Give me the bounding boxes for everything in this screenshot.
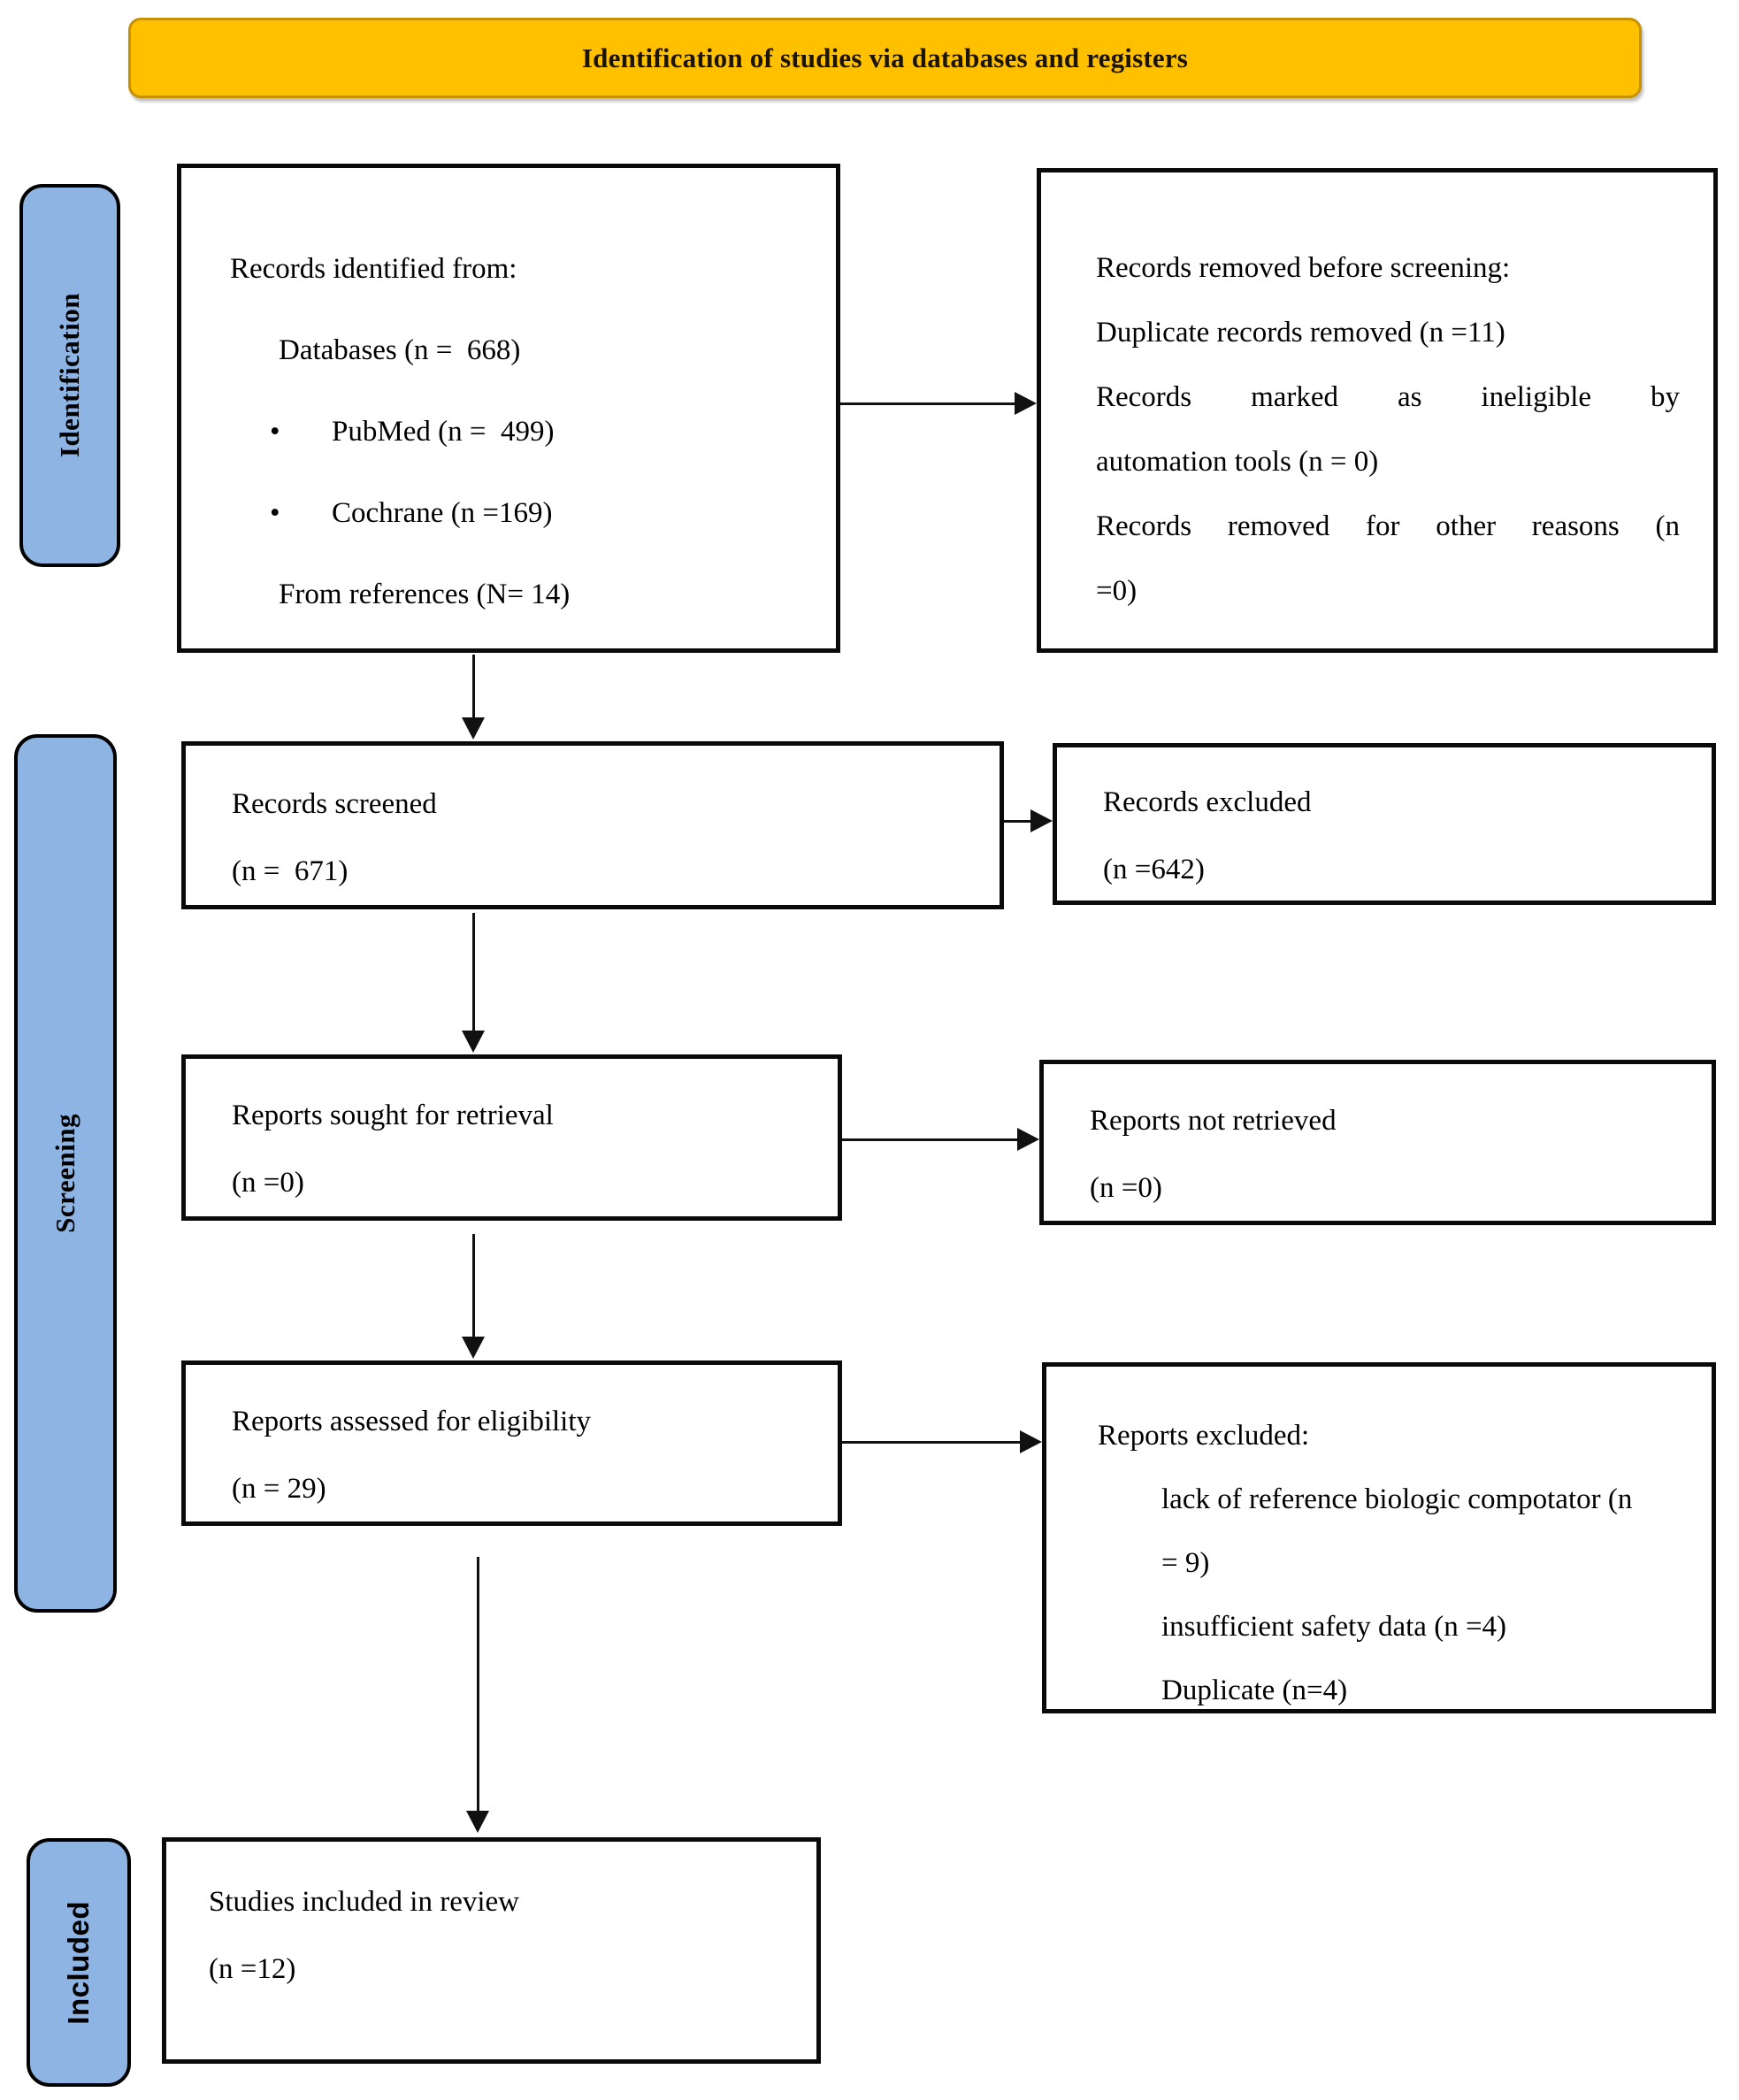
box-studies-included: Studies included in review (n =12): [162, 1837, 821, 2064]
arrow-assessed-to-reports-excluded: [842, 1430, 1042, 1453]
arrow-shaft: [477, 1557, 479, 1812]
reports-assessed-title: Reports assessed for eligibility: [232, 1406, 592, 1437]
records-screened-count: (n = 671): [232, 855, 349, 887]
box-records-excluded: Records excluded (n =642): [1053, 743, 1716, 905]
stage-bar-included: Included: [27, 1838, 131, 2087]
reports-not-retrieved-title: Reports not retrieved: [1090, 1105, 1337, 1137]
arrow-shaft: [472, 655, 475, 718]
stage-bar-identification: Identification: [19, 184, 120, 567]
records-identified-cochrane-text: Cochrane (n =169): [332, 497, 553, 529]
records-identified-title: Records identified from:: [230, 253, 517, 285]
records-identified-references: From references (N= 14): [279, 579, 571, 610]
arrow-assessed-to-included: [466, 1557, 489, 1833]
box-records-screened: Records screened (n = 671): [181, 741, 1004, 909]
reports-sought-title: Reports sought for retrieval: [232, 1100, 554, 1131]
arrow-sought-to-assessed: [462, 1234, 485, 1359]
studies-included-count: (n =12): [209, 1953, 296, 1985]
studies-included-title: Studies included in review: [209, 1886, 520, 1918]
arrow-sought-to-not-retrieved: [842, 1128, 1039, 1151]
records-identified-pubmed: • PubMed (n = 499): [230, 391, 818, 472]
arrow-shaft: [1004, 820, 1031, 823]
arrow-head-right-icon: [1017, 1128, 1039, 1151]
arrow-shaft: [840, 402, 1015, 405]
banner: Identification of studies via databases …: [128, 18, 1642, 98]
bullet-icon: •: [270, 416, 280, 448]
reports-excluded-reason1-line1: lack of reference biologic compotator (n: [1161, 1483, 1633, 1515]
arrow-screened-to-sought: [462, 913, 485, 1053]
records-excluded-count: (n =642): [1103, 854, 1205, 885]
records-removed-ineligible-line2: automation tools (n = 0): [1096, 446, 1379, 478]
records-removed-title: Records removed before screening:: [1096, 252, 1511, 284]
reports-excluded-reason1-line2: = 9): [1161, 1547, 1210, 1579]
reports-excluded-title: Reports excluded:: [1098, 1420, 1310, 1452]
arrow-head-down-icon: [462, 717, 485, 740]
arrow-shaft: [842, 1441, 1021, 1444]
reports-sought-count: (n =0): [232, 1167, 304, 1199]
arrow-head-down-icon: [466, 1811, 489, 1833]
box-records-identified: Records identified from: Databases (n = …: [177, 164, 840, 653]
arrow-screened-to-excluded: [1004, 809, 1053, 832]
arrow-head-down-icon: [462, 1337, 485, 1359]
arrow-head-down-icon: [462, 1031, 485, 1053]
stage-label-included: Included: [62, 1900, 95, 2025]
reports-not-retrieved-count: (n =0): [1090, 1172, 1162, 1204]
box-reports-not-retrieved: Reports not retrieved (n =0): [1039, 1060, 1716, 1225]
records-screened-title: Records screened: [232, 788, 437, 820]
stage-label-identification: Identification: [54, 293, 85, 458]
reports-excluded-reason3: Duplicate (n=4): [1161, 1675, 1348, 1706]
records-removed-ineligible-line1: Records marked as ineligible by: [1096, 381, 1680, 413]
arrow-identified-to-screened: [462, 655, 485, 740]
banner-title: Identification of studies via databases …: [581, 42, 1189, 73]
arrow-head-right-icon: [1015, 392, 1037, 415]
box-records-removed: Records removed before screening: Duplic…: [1037, 168, 1718, 653]
arrow-shaft: [842, 1138, 1018, 1141]
box-reports-sought: Reports sought for retrieval (n =0): [181, 1054, 842, 1221]
records-identified-cochrane: • Cochrane (n =169): [230, 472, 818, 554]
arrow-shaft: [472, 913, 475, 1031]
reports-assessed-count: (n = 29): [232, 1473, 326, 1505]
bullet-icon: •: [270, 497, 280, 529]
records-removed-other-line2: =0): [1096, 575, 1138, 607]
records-identified-databases: Databases (n = 668): [279, 334, 521, 366]
arrow-identified-to-removed: [840, 392, 1037, 415]
box-reports-assessed: Reports assessed for eligibility (n = 29…: [181, 1360, 842, 1526]
records-identified-pubmed-text: PubMed (n = 499): [332, 416, 555, 448]
stage-label-screening: Screening: [50, 1114, 80, 1233]
arrow-head-right-icon: [1020, 1430, 1042, 1453]
box-reports-excluded: Reports excluded: lack of reference biol…: [1042, 1362, 1716, 1713]
stage-bar-screening: Screening: [14, 734, 117, 1613]
arrow-shaft: [472, 1234, 475, 1337]
records-excluded-title: Records excluded: [1103, 786, 1312, 818]
records-removed-other-line1: Records removed for other reasons (n: [1096, 510, 1680, 542]
reports-excluded-reason2: insufficient safety data (n =4): [1161, 1611, 1507, 1643]
records-removed-duplicates: Duplicate records removed (n =11): [1096, 317, 1505, 349]
arrow-head-right-icon: [1030, 809, 1053, 832]
